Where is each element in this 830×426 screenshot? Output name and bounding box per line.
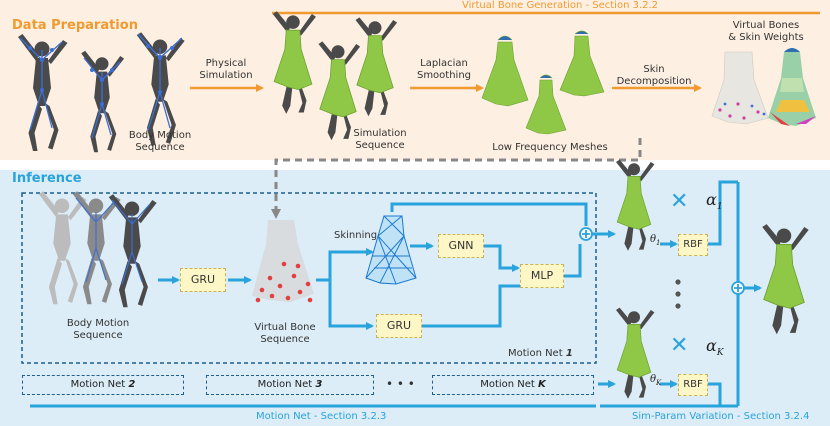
skinning-label: Skinning (334, 230, 378, 241)
virtual-bone-seq-label: Virtual Bone Sequence (254, 322, 316, 345)
theta-k-label: θK (650, 374, 662, 387)
multiply-icon-1: ✕ (670, 189, 689, 214)
vbg-section-label: Virtual Bone Generation - Section 3.2.2 (462, 0, 659, 11)
theta-1-label: θ1 (650, 234, 661, 247)
alpha-k-label: αK (706, 336, 724, 359)
inf-virtual-bones (252, 220, 314, 303)
virtual-bones-label: Virtual Bones & Skin Weights (728, 20, 804, 43)
dp-virtual-bones (711, 48, 816, 126)
motion-net-2-box: Motion Net 2 (22, 375, 184, 395)
gru-box-1: GRU (180, 268, 226, 292)
simulation-seq-label: Simulation Sequence (353, 128, 407, 151)
inf-body-motion-label: Body Motion Sequence (66, 318, 130, 341)
plus-node (579, 227, 593, 241)
data-prep-title: Data Preparation (12, 18, 138, 33)
dp-low-freq-meshes (481, 30, 605, 135)
plus-node-2 (731, 281, 745, 295)
motion-net-1-label: Motion Net 1 (508, 348, 573, 359)
motion-net-section-label: Motion Net - Section 3.2.3 (256, 411, 387, 422)
connector-arrow (271, 138, 642, 219)
motion-net-3-box: Motion Net 3 (206, 375, 374, 395)
motion-net-k-box: Motion Net K (432, 375, 594, 395)
rbf-box-k: RBF (678, 374, 708, 396)
vertical-ellipsis (675, 279, 681, 309)
laplacian-label: Laplacian Smoothing (416, 58, 472, 81)
dp-body-motion-label: Body Motion Sequence (128, 130, 192, 153)
dp-joints (28, 44, 174, 106)
multiply-icon-k: ✕ (670, 333, 689, 358)
mlp-box: MLP (520, 264, 564, 288)
skin-decomp-label: Skin Decomposition (616, 64, 692, 87)
data-prep-panel (0, 0, 830, 160)
horizontal-ellipsis: • • • (386, 377, 415, 391)
inference-title: Inference (12, 171, 82, 186)
gnn-box: GNN (438, 234, 484, 258)
gru-box-2: GRU (376, 314, 422, 338)
physical-sim-label: Physical Simulation (199, 58, 253, 81)
simparam-section-label: Sim-Param Variation - Section 3.2.4 (632, 411, 810, 422)
skinned-mesh (365, 215, 417, 285)
motion-net-1-box (21, 192, 597, 364)
low-freq-label: Low Frequency Meshes (492, 142, 608, 153)
rbf-box-1: RBF (678, 234, 708, 256)
alpha-1-label: α1 (706, 190, 723, 213)
